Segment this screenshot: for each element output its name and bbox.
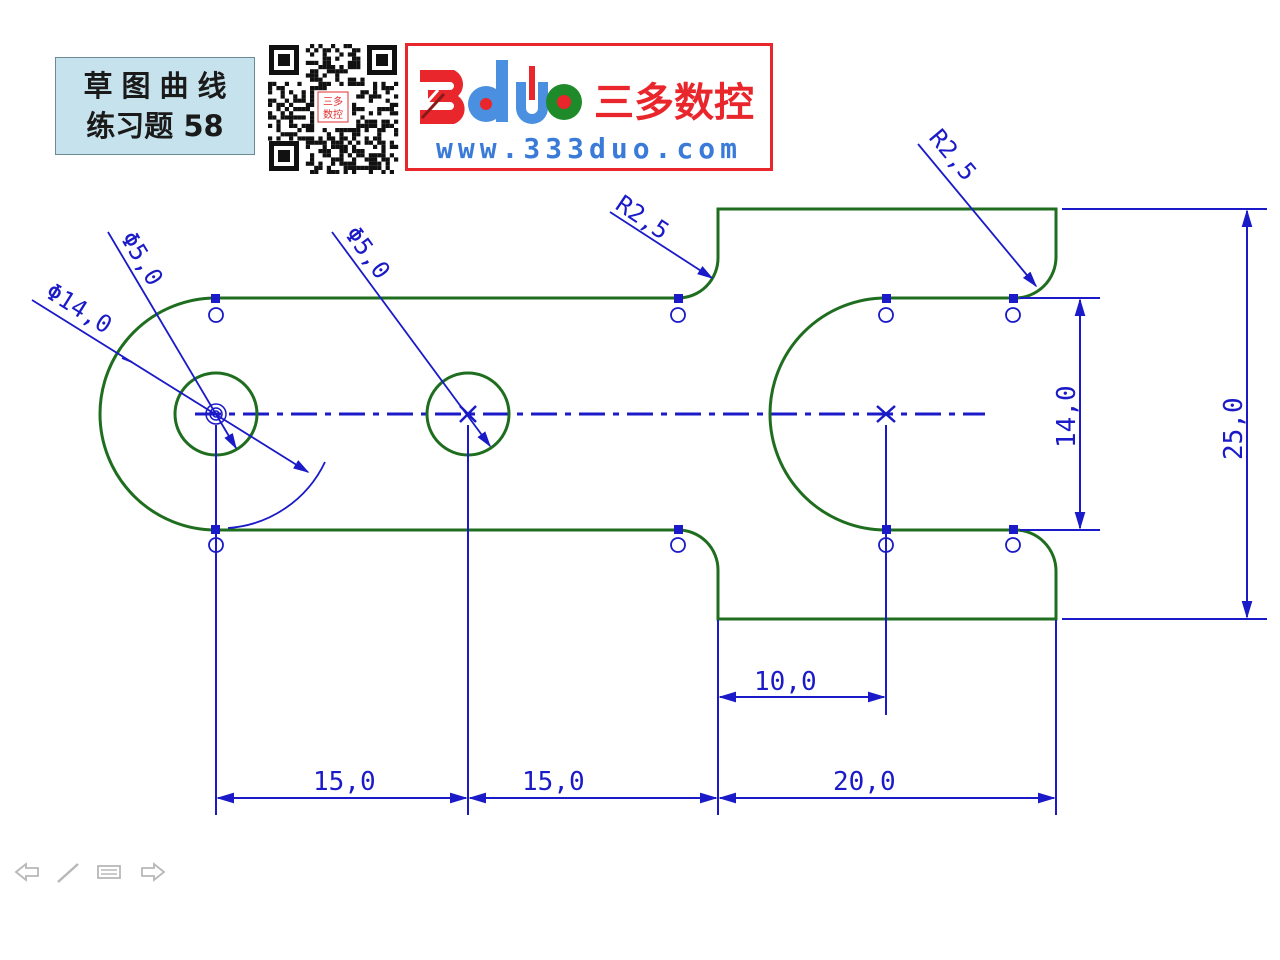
vertical-dimension-lines xyxy=(1074,209,1253,619)
dim-radius-left-step: R2,5 xyxy=(611,190,675,246)
hole-left-center-mark xyxy=(205,403,227,425)
leader-lines xyxy=(31,143,1038,529)
brand-logo[interactable]: 三多数控 www.333duo.com xyxy=(405,43,773,171)
pen-icon[interactable] xyxy=(57,863,79,883)
menu-icon[interactable] xyxy=(97,865,121,879)
qr-center-label-bottom: 数控 xyxy=(323,108,343,121)
qr-code: 三多 数控 xyxy=(266,42,400,174)
arrow-right-icon[interactable] xyxy=(141,862,166,882)
dim-height-total: 25,0 xyxy=(1219,397,1249,460)
logo-brand-name: 三多数控 xyxy=(594,80,754,126)
dim-radius-right-top: R2,5 xyxy=(923,124,982,186)
extension-lines xyxy=(215,208,1267,815)
title-line-2: 练习题 58 xyxy=(86,109,224,143)
logo-u-letter xyxy=(516,66,548,124)
logo-d-letter xyxy=(468,60,508,122)
dim-width-20: 20,0 xyxy=(833,767,896,797)
slide-navigation xyxy=(14,862,166,883)
exercise-title-box: 草图曲线 练习题 58 xyxy=(55,57,255,155)
qr-center-label-top: 三多 xyxy=(323,95,343,108)
constraint-circles xyxy=(208,307,1021,553)
logo-3-mark xyxy=(420,70,465,124)
dim-width-10: 10,0 xyxy=(754,667,817,697)
dim-width-15a: 15,0 xyxy=(313,767,376,797)
dim-height-slot: 14,0 xyxy=(1052,385,1082,448)
title-line-1: 草图曲线 xyxy=(83,69,236,103)
arrow-left-icon[interactable] xyxy=(14,862,39,882)
slot-center-mark xyxy=(876,405,896,423)
logo-url[interactable]: www.333duo.com xyxy=(436,132,742,165)
horizontal-dimension-lines xyxy=(216,691,1056,804)
logo-o-letter xyxy=(546,84,582,120)
dim-width-15b: 15,0 xyxy=(522,767,585,797)
